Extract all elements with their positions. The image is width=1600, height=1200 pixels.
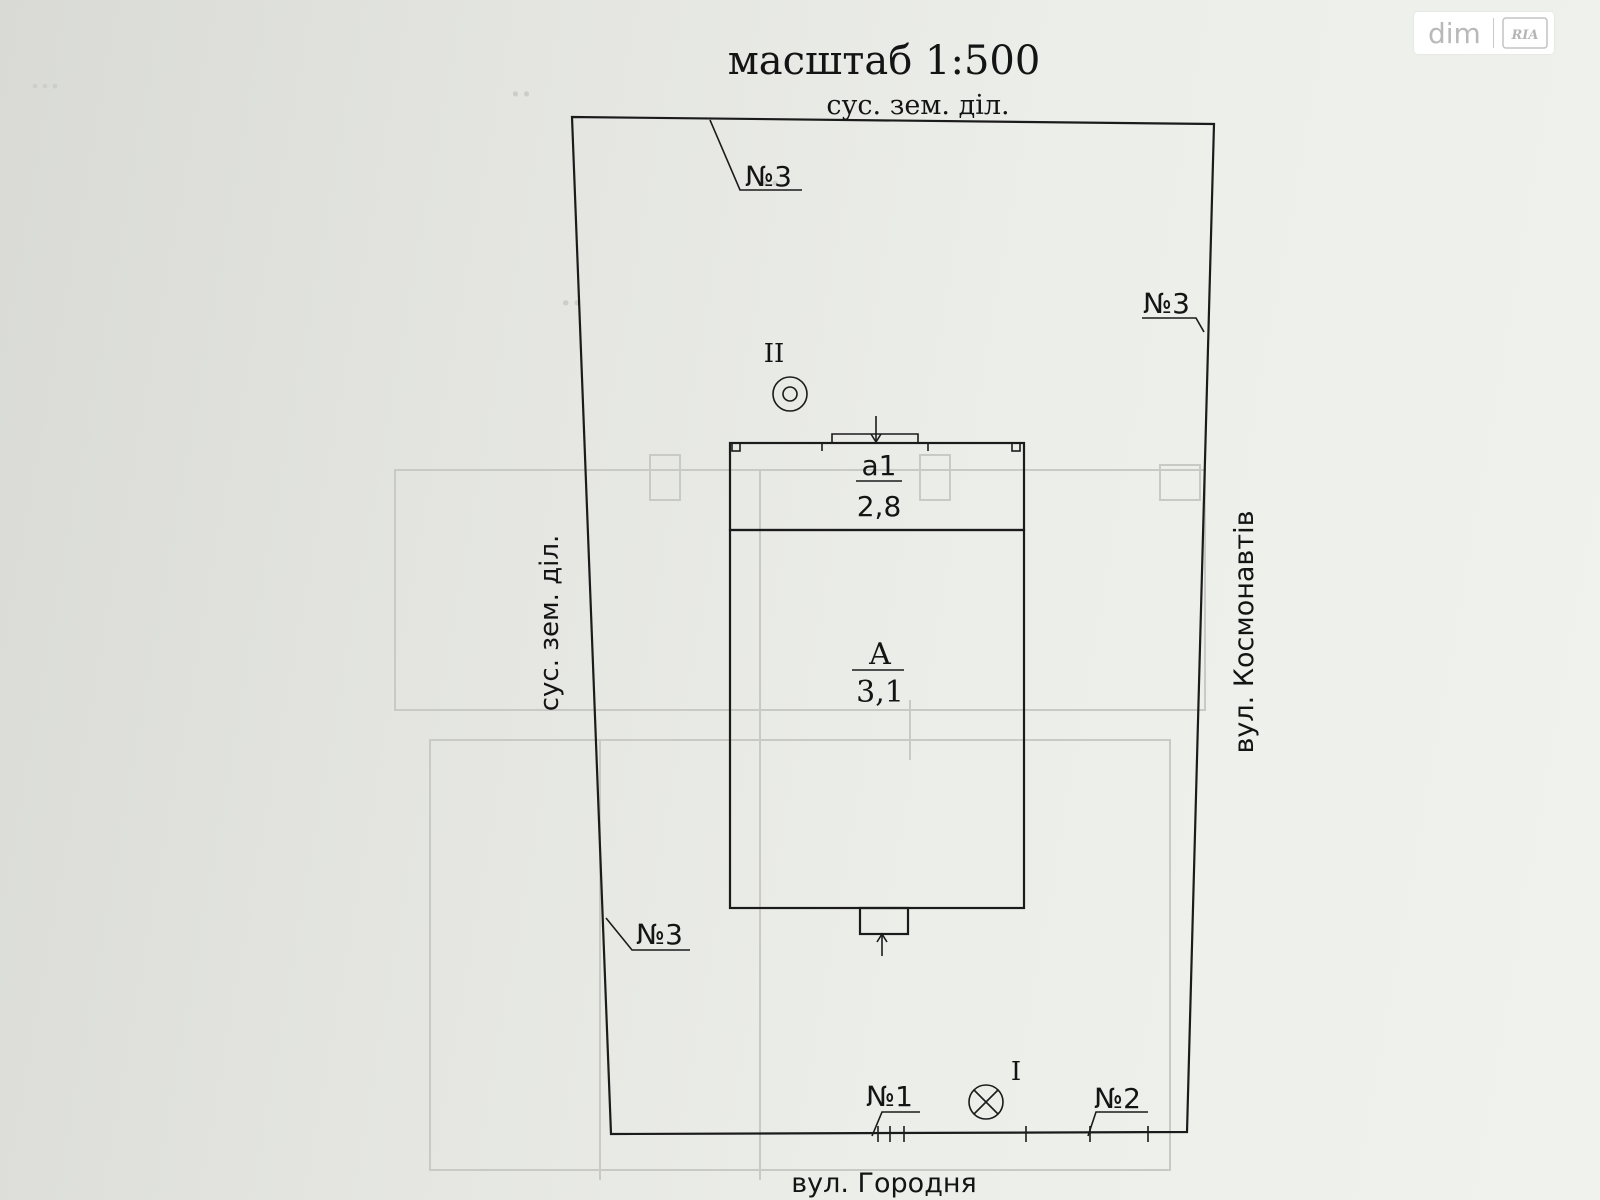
bottom-street-label: вул. Городня xyxy=(791,1168,977,1199)
marker-right-leader xyxy=(1142,317,1205,333)
porch-bottom xyxy=(858,906,910,936)
marker-left-leader xyxy=(605,917,690,951)
building-a-name: А xyxy=(869,637,892,672)
point-i-label: I xyxy=(1011,1057,1021,1087)
corner-tick-left xyxy=(731,442,741,452)
building-a xyxy=(728,528,1026,910)
marker-bottom-2: №2 xyxy=(1094,1082,1141,1115)
well-icon xyxy=(772,376,808,412)
ria-logo-icon: RIA xyxy=(1502,17,1548,49)
marker-top: №3 xyxy=(745,160,792,193)
entry-arrow-top-head xyxy=(870,433,882,444)
corner-tick-right xyxy=(1011,442,1021,452)
top-neighbor-label: сус. зем. діл. xyxy=(826,90,1009,121)
plot-boundary xyxy=(570,115,1216,1136)
crossed-circle-icon xyxy=(968,1084,1004,1120)
watermark-badge: dim RIA xyxy=(1414,12,1554,54)
marker-left: №3 xyxy=(636,918,683,951)
watermark-brand: dim xyxy=(1428,16,1481,50)
boundary-ticks xyxy=(877,1126,1149,1142)
building-a1-name: а1 xyxy=(862,449,897,482)
porch-top xyxy=(821,433,929,451)
marker-top-leader xyxy=(709,119,802,191)
point-ii-label: II xyxy=(764,339,785,369)
right-street-label: вул. Космонавтів xyxy=(1229,511,1260,754)
svg-text:...: ... xyxy=(30,52,60,97)
watermark-divider xyxy=(1492,18,1494,48)
marker-bottom-1-leader xyxy=(871,1111,920,1137)
building-a1 xyxy=(728,441,1026,532)
left-neighbor-label: сус. зем. діл. xyxy=(535,535,565,712)
svg-text:..: .. xyxy=(760,149,780,194)
entry-arrow-bottom-head xyxy=(876,932,888,943)
scale-label: масштаб 1:500 xyxy=(728,38,1041,84)
building-a1-value: 2,8 xyxy=(857,490,902,523)
marker-bottom-1: №1 xyxy=(866,1080,913,1113)
building-a-value: 3,1 xyxy=(856,675,904,710)
ria-logo-text: RIA xyxy=(1510,28,1538,43)
marker-right: №3 xyxy=(1143,287,1190,320)
svg-text:..: .. xyxy=(510,57,532,106)
bleed-through-background: ... .. .. .. xyxy=(30,52,1206,1180)
